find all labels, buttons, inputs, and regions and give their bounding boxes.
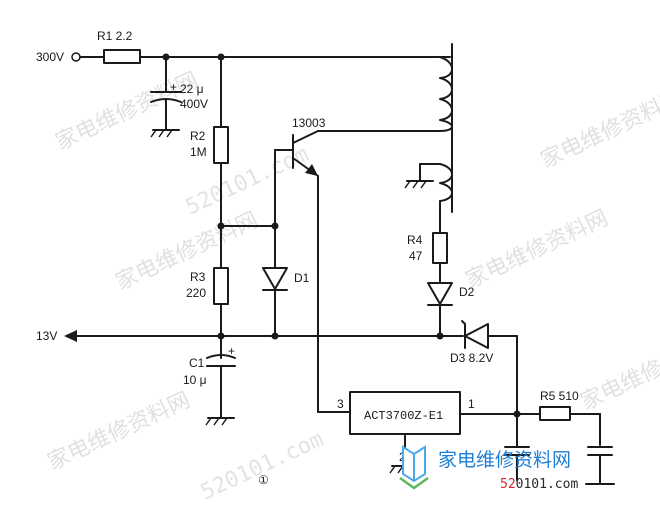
label-r2-name: R2 bbox=[190, 129, 206, 143]
watermark-text: 520101.com bbox=[197, 427, 328, 506]
label-d2: D2 bbox=[459, 285, 475, 299]
book-icon bbox=[399, 445, 429, 490]
label-r1: R1 2.2 bbox=[97, 29, 133, 43]
watermark-text: 家电维修资料网 bbox=[44, 388, 194, 476]
transistor-collector bbox=[292, 130, 319, 144]
resistor-r5 bbox=[539, 406, 571, 421]
diode-d2 bbox=[427, 282, 453, 305]
watermark-text: 家电维修 bbox=[577, 356, 660, 416]
label-300v: 300V bbox=[36, 50, 64, 64]
transistor-emitter-arrow bbox=[305, 164, 318, 176]
label-ic: ACT3700Z-E1 bbox=[364, 409, 443, 423]
capacitor-c1-curved-plate bbox=[206, 354, 236, 359]
resistor-r1 bbox=[103, 49, 141, 64]
label-cap-400v: 400V bbox=[180, 97, 208, 111]
diode-d1 bbox=[262, 267, 288, 290]
label-c1-name: C1 bbox=[189, 356, 205, 370]
ground-symbol bbox=[205, 417, 235, 426]
site-name: 家电维修资料网 bbox=[438, 449, 571, 471]
site-logo: 家电维修资料网 520101.com bbox=[399, 445, 578, 492]
transformer-primary-coil bbox=[439, 56, 453, 132]
resistor-r3 bbox=[213, 267, 229, 305]
cap-plus-sign: + bbox=[170, 80, 177, 94]
watermark-text: 家电维修资料网 bbox=[52, 68, 202, 156]
site-url: 520101.com bbox=[500, 477, 578, 492]
resistor-r2 bbox=[213, 126, 229, 164]
site-url-red-part: 52 bbox=[500, 477, 516, 492]
label-r5: R5 510 bbox=[540, 389, 579, 403]
label-r4-name: R4 bbox=[407, 233, 423, 247]
transformer-secondary-coil bbox=[439, 163, 453, 202]
label-r4-value: 47 bbox=[409, 249, 423, 263]
label-pin1: 1 bbox=[468, 397, 475, 411]
resistor-r4 bbox=[432, 232, 448, 264]
label-r3-value: 220 bbox=[186, 286, 206, 300]
label-cap-22u: 22 μ bbox=[180, 82, 204, 96]
watermark-text: 家电维修资料网 bbox=[462, 206, 612, 294]
figure-number: ① bbox=[258, 473, 269, 487]
watermark-text: 家电维修资料网 bbox=[112, 208, 262, 296]
diode-d3 bbox=[464, 323, 489, 349]
cap-plus-sign: + bbox=[228, 344, 235, 358]
label-d1: D1 bbox=[294, 271, 310, 285]
label-transistor: 13003 bbox=[292, 116, 326, 130]
label-pin3: 3 bbox=[337, 397, 344, 411]
label-r3-name: R3 bbox=[190, 270, 206, 284]
label-13v: 13V bbox=[36, 329, 57, 343]
watermark-layer: 家电维修资料网 520101.com 家电维修资料网 家电维修资料网 家电维修资… bbox=[44, 68, 660, 506]
zener-hook bbox=[461, 320, 466, 325]
watermark-text: 家电维修资料网 bbox=[537, 86, 660, 174]
label-c1-value: 10 μ bbox=[183, 373, 207, 387]
site-url-rest: 0101.com bbox=[516, 477, 579, 492]
label-d3: D3 8.2V bbox=[450, 351, 493, 365]
output-arrow bbox=[64, 330, 77, 342]
ground-symbol bbox=[150, 129, 180, 138]
input-300v-terminal: 300V bbox=[36, 50, 81, 64]
label-r2-value: 1M bbox=[190, 145, 207, 159]
ground-symbol bbox=[404, 180, 434, 189]
